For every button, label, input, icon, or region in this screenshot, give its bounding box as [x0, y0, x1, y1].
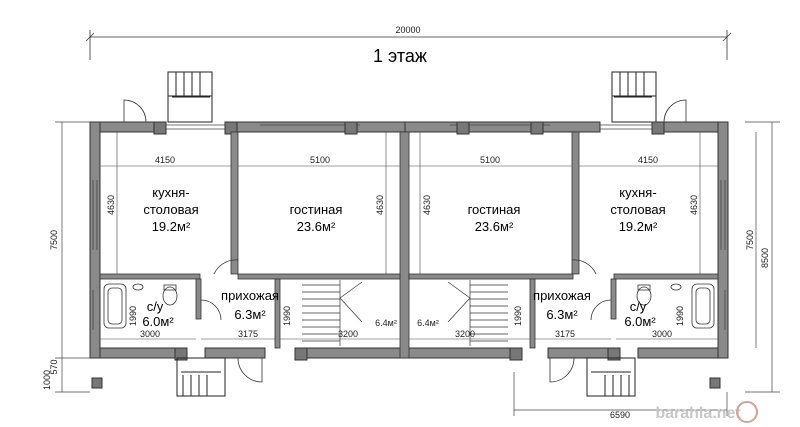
- room-bath-left-name: с/у: [147, 299, 164, 314]
- room-stair-right-area: 6.4м²: [417, 318, 439, 328]
- dim-overall-height: 8500: [760, 248, 770, 268]
- room-kitchen-right-name1: кухня-: [619, 185, 656, 200]
- dimension-overall-width: [85, 30, 732, 60]
- room-living-right-area: 23.6м²: [475, 219, 514, 234]
- room-hall-right-name: прихожая: [533, 288, 591, 303]
- dim-bath-width-left: 3000: [140, 329, 160, 339]
- room-hall-left-name: прихожая: [221, 288, 279, 303]
- dim-hall-depth-left: 1990: [282, 306, 292, 326]
- dim-hall-width-left: 3175: [238, 329, 258, 339]
- dim-bath-width-right: 3000: [652, 329, 672, 339]
- dim-step: 570: [49, 359, 59, 374]
- lower-porch-right: [586, 357, 636, 397]
- door-swings: [123, 99, 687, 383]
- dim-room-depth-4: 4630: [689, 195, 699, 215]
- room-bath-right-area: 6.0м²: [624, 314, 656, 329]
- pillars: [91, 121, 721, 389]
- dim-inner-height-left: 7500: [49, 230, 59, 250]
- room-kitchen-right-area: 19.2м²: [619, 219, 658, 234]
- room-living-left-name: гостиная: [290, 202, 343, 217]
- staircase-left: [302, 280, 363, 346]
- room-kitchen-right-name2: столовая: [610, 202, 665, 217]
- room-bath-left-area: 6.0м²: [142, 314, 174, 329]
- dim-porch-depth: 1000: [42, 370, 52, 390]
- staircase-right: [447, 280, 508, 346]
- interior-walls: [99, 131, 719, 359]
- dim-living-width-left: 5100: [310, 155, 330, 165]
- page-title: 1 этаж: [373, 46, 427, 66]
- dim-stair-width-right: 3200: [455, 329, 475, 339]
- room-bath-right-name: с/у: [630, 299, 647, 314]
- dim-porch-width: 6590: [610, 410, 630, 420]
- upper-porch-right: [611, 71, 657, 123]
- dim-living-width-right: 5100: [480, 155, 500, 165]
- upper-porch-left: [167, 71, 213, 123]
- watermark-text: barahla.net: [655, 405, 741, 422]
- watermark-logo-icon: [736, 401, 758, 423]
- outer-dimension-lines: [55, 121, 780, 416]
- room-kitchen-left-name1: кухня-: [152, 185, 189, 200]
- dim-hall-width-right: 3175: [555, 329, 575, 339]
- interior-dimension-lines: [100, 132, 718, 340]
- lower-porch-left: [176, 357, 226, 397]
- bath-fixtures-right: [636, 283, 715, 329]
- room-hall-left-area: 6.3м²: [234, 307, 266, 322]
- watermark: barahla.net: [655, 401, 758, 423]
- dim-inner-height-right: 7500: [745, 230, 755, 250]
- dim-room-depth-3: 4630: [422, 195, 432, 215]
- dim-bath-depth-right: 1990: [675, 306, 685, 326]
- dim-bath-depth-left: 1990: [128, 306, 138, 326]
- dim-overall-width-label: 20000: [395, 25, 420, 35]
- dim-kitchen-width-right: 4150: [638, 155, 658, 165]
- bath-fixtures-left: [103, 283, 178, 329]
- room-kitchen-left-name2: столовая: [143, 202, 198, 217]
- dim-room-depth-2: 4630: [375, 195, 385, 215]
- dim-room-depth-1: 4630: [106, 195, 116, 215]
- room-stair-left-area: 6.4м²: [375, 318, 397, 328]
- dim-kitchen-width-left: 4150: [155, 155, 175, 165]
- room-hall-right-area: 6.3м²: [546, 307, 578, 322]
- dim-stair-width-left: 3200: [338, 329, 358, 339]
- room-living-left-area: 23.6м²: [297, 219, 336, 234]
- room-living-right-name: гостиная: [468, 202, 521, 217]
- room-kitchen-left-area: 19.2м²: [152, 219, 191, 234]
- dim-hall-depth-right: 1990: [513, 306, 523, 326]
